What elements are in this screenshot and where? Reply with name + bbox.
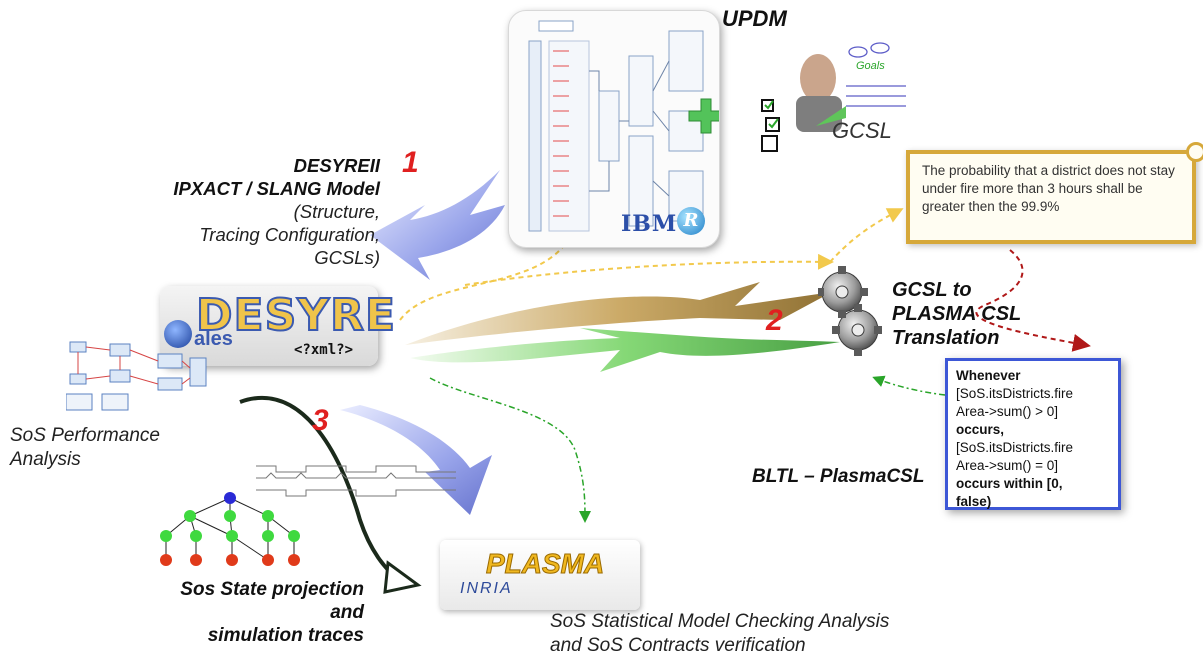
performance-analysis-label: SoS Performance Analysis xyxy=(10,424,160,472)
state-line1: Sos State projection xyxy=(180,579,364,600)
updm-title: UPDM xyxy=(722,6,787,31)
desyre-logo: DESYRE ales <?xml?> xyxy=(160,286,396,366)
gcsl-label: GCSL xyxy=(832,118,892,143)
xml-tag: <?xml?> xyxy=(294,342,354,358)
bltl-line: false) xyxy=(956,494,992,509)
translation-label: GCSL to PLASMA CSL Translation xyxy=(892,278,1021,350)
ales-logo-text: ales xyxy=(194,328,233,350)
green-flow-arrow xyxy=(410,328,840,372)
inria-logo-text: INRIA xyxy=(460,580,513,597)
performance-diagram-thumbnail xyxy=(66,341,207,411)
translation-line2: PLASMA CSL xyxy=(892,303,1022,325)
checklist-icon xyxy=(761,99,780,152)
smc-line1: SoS Statistical Model Checking Analysis xyxy=(550,611,890,632)
plasma-logo-text: PLASMA xyxy=(485,548,605,580)
performance-line1: SoS Performance xyxy=(10,425,160,446)
yellow-dashed-flow-gcsl xyxy=(399,154,681,321)
bltl-line: Area->sum() > 0] xyxy=(956,404,1059,419)
step-number-2: 2 xyxy=(766,304,783,337)
gears-icon xyxy=(818,266,882,356)
plasma-logo: PLASMA INRIA xyxy=(440,540,640,610)
desyre-sub-line2: Tracing Configuration, xyxy=(199,224,380,245)
state-line3: simulation traces xyxy=(207,625,364,646)
scroll-curl-top xyxy=(1186,142,1203,162)
smc-analysis-label: SoS Statistical Model Checking Analysis … xyxy=(550,610,889,658)
state-line2: and xyxy=(330,602,364,623)
bltl-line: occurs within [0, xyxy=(956,476,1063,491)
state-projection-label: Sos State projection and simulation trac… xyxy=(40,578,364,647)
simulation-traces-thumbnail xyxy=(256,465,456,497)
goals-label: Goals xyxy=(856,60,885,72)
blue-arrow-step3 xyxy=(340,405,492,515)
desyre-sub-line1: (Structure, xyxy=(293,201,380,222)
ales-icon xyxy=(164,320,192,348)
desyre-sub-line3: GCSLs) xyxy=(314,247,380,268)
desyre-title-line1: DESYREII xyxy=(293,155,380,176)
bltl-line: Whenever xyxy=(956,368,1021,383)
desyre-logo-text: DESYRE xyxy=(195,289,397,342)
requirement-text: The probability that a district does not… xyxy=(922,163,1175,214)
desyre-title-line2: IPXACT / SLANG Model xyxy=(173,178,380,199)
bltl-line: [SoS.itsDistricts.fire xyxy=(956,386,1074,401)
updm-diagram-thumbnail xyxy=(528,20,724,232)
performance-line2: Analysis xyxy=(10,449,81,470)
state-projection-graph xyxy=(160,492,300,566)
yellow-dashed-flow-to-gear xyxy=(464,253,834,286)
person-head xyxy=(800,54,836,102)
gold-flow-arrow xyxy=(405,282,832,345)
updm-model-card: IBM R xyxy=(508,10,724,248)
black-arrow-head xyxy=(383,560,422,594)
blue-arrow-step1 xyxy=(370,170,505,280)
smc-line2: and SoS Contracts verification xyxy=(550,635,806,656)
ibm-logo: IBM xyxy=(621,211,678,237)
step-number-3: 3 xyxy=(312,404,329,437)
step-number-1: 1 xyxy=(402,146,419,179)
yellow-dashed-flow-to-requirement xyxy=(829,208,904,263)
translation-line1: GCSL to xyxy=(892,279,972,301)
bltl-line: occurs, xyxy=(956,422,1005,437)
bltl-line: Area->sum() = 0] xyxy=(956,458,1059,473)
person-body xyxy=(796,96,842,132)
requirement-scroll: The probability that a district does not… xyxy=(906,150,1196,244)
rhapsody-r-icon: R xyxy=(677,207,705,235)
plus-icon xyxy=(688,98,724,134)
red-dashed-flow-to-bltl xyxy=(975,249,1091,352)
green-dashdot-flow-from-bltl xyxy=(872,375,946,396)
bltl-label: BLTL – PlasmaCSL xyxy=(752,466,925,487)
translation-line3: Translation xyxy=(892,327,1000,349)
green-dashdot-flow-to-plasma xyxy=(429,377,591,523)
bltl-line: [SoS.itsDistricts.fire xyxy=(956,440,1074,455)
gcsl-illustration: Goals xyxy=(756,38,916,156)
desyre-model-description: DESYREII IPXACT / SLANG Model (Structure… xyxy=(80,154,380,269)
black-flow-arrow xyxy=(239,395,402,582)
